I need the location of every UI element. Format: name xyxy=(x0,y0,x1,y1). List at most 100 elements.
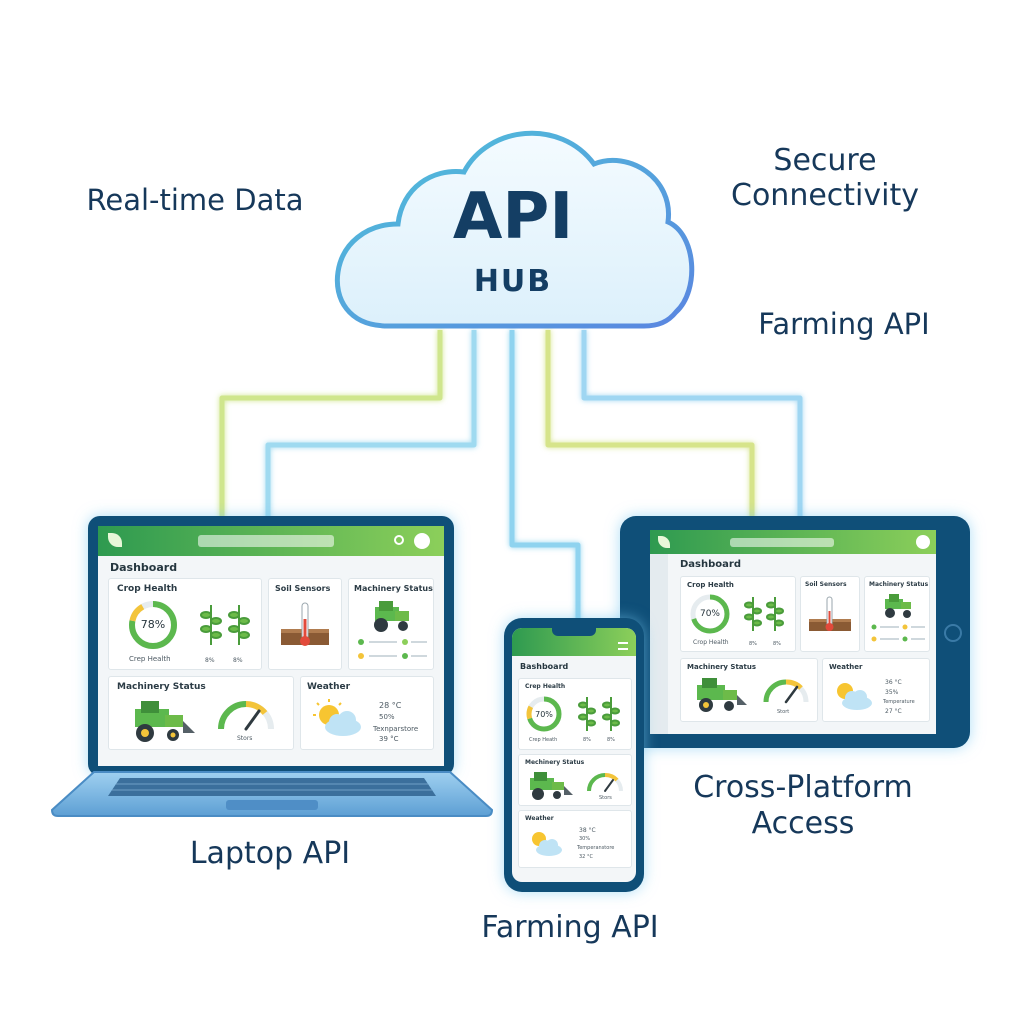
laptop-card-soil-sensors: Soil Sensors xyxy=(268,578,342,670)
crop-health-caption: Crop Health xyxy=(693,639,729,646)
tablet-card-machinery-top: Machinery Status xyxy=(864,576,930,652)
leaf-icon xyxy=(658,536,670,548)
plant-icon xyxy=(200,605,250,645)
card-title: Crep Health xyxy=(525,683,566,690)
card-title: Mechinery Status xyxy=(525,759,585,766)
crop-health-value: 70% xyxy=(699,609,720,619)
laptop-topbar xyxy=(98,526,444,556)
avatar[interactable] xyxy=(916,535,930,549)
machinery-status-list xyxy=(871,624,925,642)
weather-humidity: 35% xyxy=(885,689,899,696)
card-title: Machinery Status xyxy=(687,663,757,671)
weather-humidity: 30% xyxy=(579,836,591,842)
laptop-card-machinery-top: Machinery Status xyxy=(348,578,434,670)
phone-screen: Bashboard Crep Health 70% Crep Heath 8% … xyxy=(512,628,636,882)
tablet-card-soil-sensors: Soil Sensors xyxy=(800,576,860,652)
plant-icon xyxy=(744,597,784,631)
phone-topbar xyxy=(512,628,636,656)
crop-health-caption: Crep Health xyxy=(129,655,171,663)
weather-humidity: 50% xyxy=(379,713,395,721)
label-farming-api-top: Farming API xyxy=(758,307,930,341)
tablet-dashboard-title: Dashboard xyxy=(680,559,741,570)
laptop-dashboard-title: Dashboard xyxy=(110,561,178,574)
label-realtime-data: Real-time Data xyxy=(86,183,304,217)
soil-thermometer-icon xyxy=(809,596,851,631)
laptop-card-machinery: Machinery Status Stors xyxy=(108,676,294,750)
leaf-icon xyxy=(108,533,122,547)
gauge-icon xyxy=(587,773,623,792)
card-title: Machinery Status xyxy=(869,581,929,588)
plant-b-value: 8% xyxy=(607,737,615,743)
weather-sun-cloud-icon xyxy=(532,832,562,856)
card-title: Machinery Status xyxy=(354,584,433,593)
cloud-subtitle: HUB xyxy=(473,264,553,299)
crop-health-ring xyxy=(129,601,177,649)
phone-card-crop-health: Crep Health 70% Crep Heath 8% 8% xyxy=(518,678,632,750)
laptop-card-weather: Weather 28 °C 50% Texnparstore 39 °C xyxy=(300,676,434,750)
crop-health-ring xyxy=(526,696,562,732)
gauge-icon xyxy=(763,679,809,704)
connector-tablet-outer xyxy=(581,330,803,520)
weather-sun-cloud-icon xyxy=(313,699,361,736)
api-hub-cloud xyxy=(334,130,695,329)
crop-health-ring xyxy=(690,594,730,634)
tablet-card-machinery: Machinery Status Stort xyxy=(680,658,818,722)
tablet-card-weather: Weather 36 °C 35% Temperature 27 °C xyxy=(822,658,930,722)
connector-phone xyxy=(509,330,581,622)
crop-health-value: 70% xyxy=(535,710,553,719)
plant-a-value: 8% xyxy=(749,641,757,647)
tablet-home-button[interactable] xyxy=(944,624,962,642)
label-secure-line2: Connectivity xyxy=(731,178,919,213)
laptop-card-crop-health: Crop Health 78% Crep Health 8% 8% xyxy=(108,578,262,670)
plant-a-value: 8% xyxy=(583,737,591,743)
card-title: Crop Health xyxy=(687,581,734,589)
weather-temp: 36 °C xyxy=(885,679,902,686)
label-farming-api-bottom: Farming API xyxy=(481,910,659,945)
weather-temp: 38 °C xyxy=(579,827,596,834)
card-title: Machinery Status xyxy=(117,682,206,692)
tractor-icon xyxy=(885,594,911,618)
card-title: Soil Sensors xyxy=(275,584,331,593)
plant-a-value: 8% xyxy=(205,657,215,664)
avatar[interactable] xyxy=(414,533,430,549)
weather-temp-label: Temperanstore xyxy=(577,845,615,851)
label-laptop-api: Laptop API xyxy=(189,836,351,871)
tractor-icon xyxy=(374,601,409,632)
weather-temp-secondary: 39 °C xyxy=(379,735,399,743)
weather-sun-cloud-icon xyxy=(837,683,872,710)
menu-icon[interactable] xyxy=(618,642,628,650)
soil-thermometer-icon xyxy=(281,602,329,646)
label-cross-line2: Access xyxy=(751,806,855,841)
tablet-topbar xyxy=(650,530,936,554)
crop-health-value: 78% xyxy=(140,618,166,631)
gauge-label: Stors xyxy=(599,795,612,801)
plant-b-value: 8% xyxy=(773,641,781,647)
tablet-screen: Dashboard Crop Health 70% Crop Health 8%… xyxy=(650,530,936,734)
laptop-screen: Dashboard Crop Health 78% Crep Health 8%… xyxy=(98,526,444,766)
plant-icon xyxy=(578,697,620,731)
gauge-icon xyxy=(218,701,274,731)
card-title: Weather xyxy=(525,815,554,822)
cloud-title: API xyxy=(452,180,574,254)
card-title: Weather xyxy=(307,682,351,692)
label-secure-line1: Secure xyxy=(773,143,877,178)
crop-health-caption: Crep Heath xyxy=(529,737,558,743)
phone-notch xyxy=(552,628,596,636)
tablet-search-bar[interactable] xyxy=(730,538,834,547)
tractor-icon xyxy=(530,772,573,800)
card-title: Weather xyxy=(829,663,863,671)
connector-tablet-inner xyxy=(545,330,755,520)
phone-card-weather: Weather 38 °C 30% Temperanstore 32 °C xyxy=(518,810,632,868)
connector-laptop-outer xyxy=(219,330,443,520)
laptop-search-bar[interactable] xyxy=(198,535,334,547)
tractor-icon xyxy=(135,701,195,742)
gauge-label: Stors xyxy=(237,735,253,742)
connector-laptop-inner xyxy=(265,330,477,520)
notification-icon[interactable] xyxy=(394,535,404,545)
phone-card-machinery: Mechinery Status Stors xyxy=(518,754,632,806)
card-title: Crop Health xyxy=(117,584,178,594)
label-cross-line1: Cross-Platform xyxy=(693,770,913,805)
weather-temp: 28 °C xyxy=(379,701,402,710)
gauge-label: Stort xyxy=(777,709,790,715)
